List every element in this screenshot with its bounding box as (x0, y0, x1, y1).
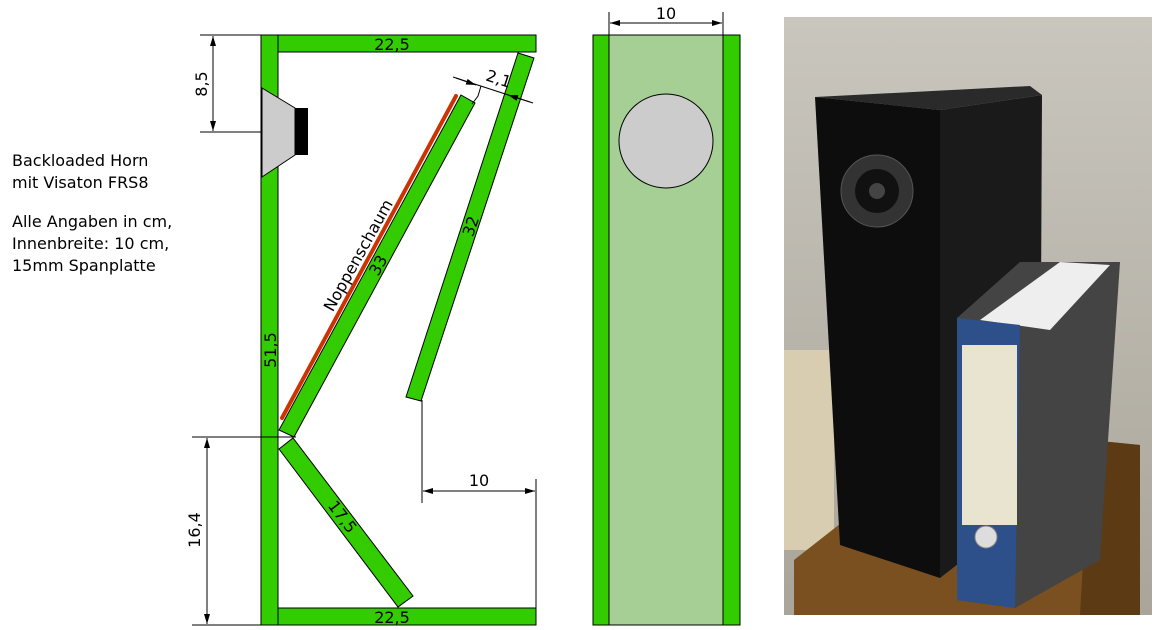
label-top-panel: 22,5 (374, 35, 410, 54)
title-line-2: mit Visaton FRS8 (12, 173, 149, 192)
left-side-panel (592, 34, 610, 626)
label-mouth-width: 10 (469, 471, 489, 490)
front-view (592, 34, 741, 626)
description-text: Backloaded Horn mit Visaton FRS8 Alle An… (12, 150, 172, 277)
dimension-lines (192, 12, 724, 626)
label-lower-height: 16,4 (185, 512, 204, 548)
label-inner-width: 10 (656, 4, 676, 23)
panel-32 (405, 52, 535, 402)
info-line-2: Innenbreite: 10 cm, (12, 234, 170, 253)
top-panel (277, 34, 537, 53)
panel-17-5 (278, 437, 414, 608)
damping-foam (280, 94, 458, 420)
side-view (260, 34, 537, 626)
speaker-photo (784, 17, 1152, 615)
label-speaker-offset: 8,5 (192, 71, 211, 96)
title-line-1: Backloaded Horn (12, 151, 149, 170)
driver-cutout (618, 93, 714, 189)
info-line-1: Alle Angaben in cm, (12, 212, 173, 231)
back-panel (260, 34, 279, 626)
label-bottom-panel: 22,5 (374, 608, 410, 627)
label-back-panel: 51,5 (261, 332, 280, 368)
speaker-icon (261, 87, 308, 178)
right-side-panel (722, 34, 741, 626)
info-line-3: 15mm Spanplatte (12, 256, 156, 275)
